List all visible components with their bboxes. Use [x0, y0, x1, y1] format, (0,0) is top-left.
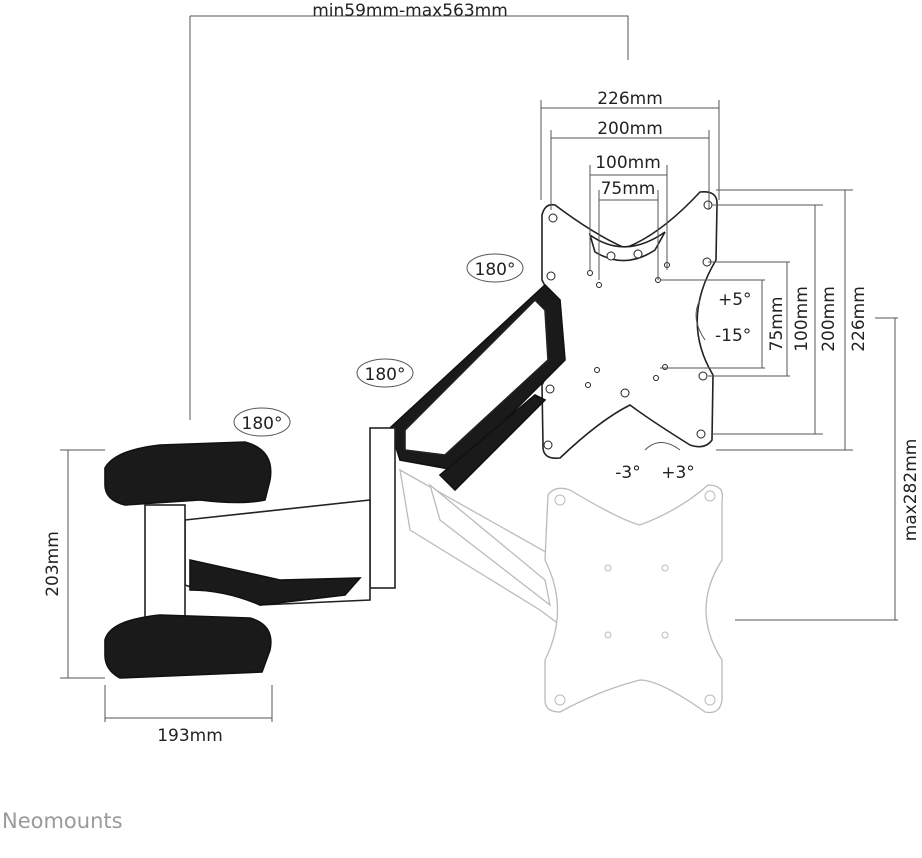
vesa-100-h-label: 100mm [595, 153, 661, 173]
pivot-2-label: 180° [365, 365, 406, 385]
pivot-3-label: 180° [242, 414, 283, 434]
wall-plate [104, 441, 272, 679]
rotation-marker-1 [466, 253, 524, 283]
vesa-100-v-label: 100mm [792, 286, 812, 352]
mounting-arm [184, 283, 566, 606]
height-adjust-label: max282mm [901, 439, 921, 542]
dimension-lines [60, 15, 898, 722]
vesa-plate [541, 190, 718, 460]
wall-plate-height-label: 203mm [43, 531, 63, 597]
roll-right-label: +3° [661, 463, 695, 483]
reach-label: min59mm-max563mm [312, 1, 508, 21]
vesa-75-v-label: 75mm [767, 297, 787, 352]
ghost-vesa-plate [544, 484, 724, 714]
tilt-down-label: -15° [715, 326, 751, 346]
rotation-marker-2 [356, 358, 414, 388]
pivot-1-label: 180° [475, 260, 516, 280]
tilt-up-label: +5° [718, 290, 752, 310]
plate-width-inner-label: 200mm [597, 119, 663, 139]
rotation-marker-3 [233, 407, 291, 437]
plate-width-outer-label: 226mm [597, 89, 663, 109]
plate-height-outer-label: 226mm [849, 286, 869, 352]
plate-height-inner-label: 200mm [819, 286, 839, 352]
roll-left-label: -3° [615, 463, 640, 483]
ghost-arm-lowered [399, 468, 582, 642]
wall-plate-width-label: 193mm [157, 726, 223, 746]
vesa-75-h-label: 75mm [601, 179, 656, 199]
brand-logo: Neomounts [2, 809, 123, 833]
